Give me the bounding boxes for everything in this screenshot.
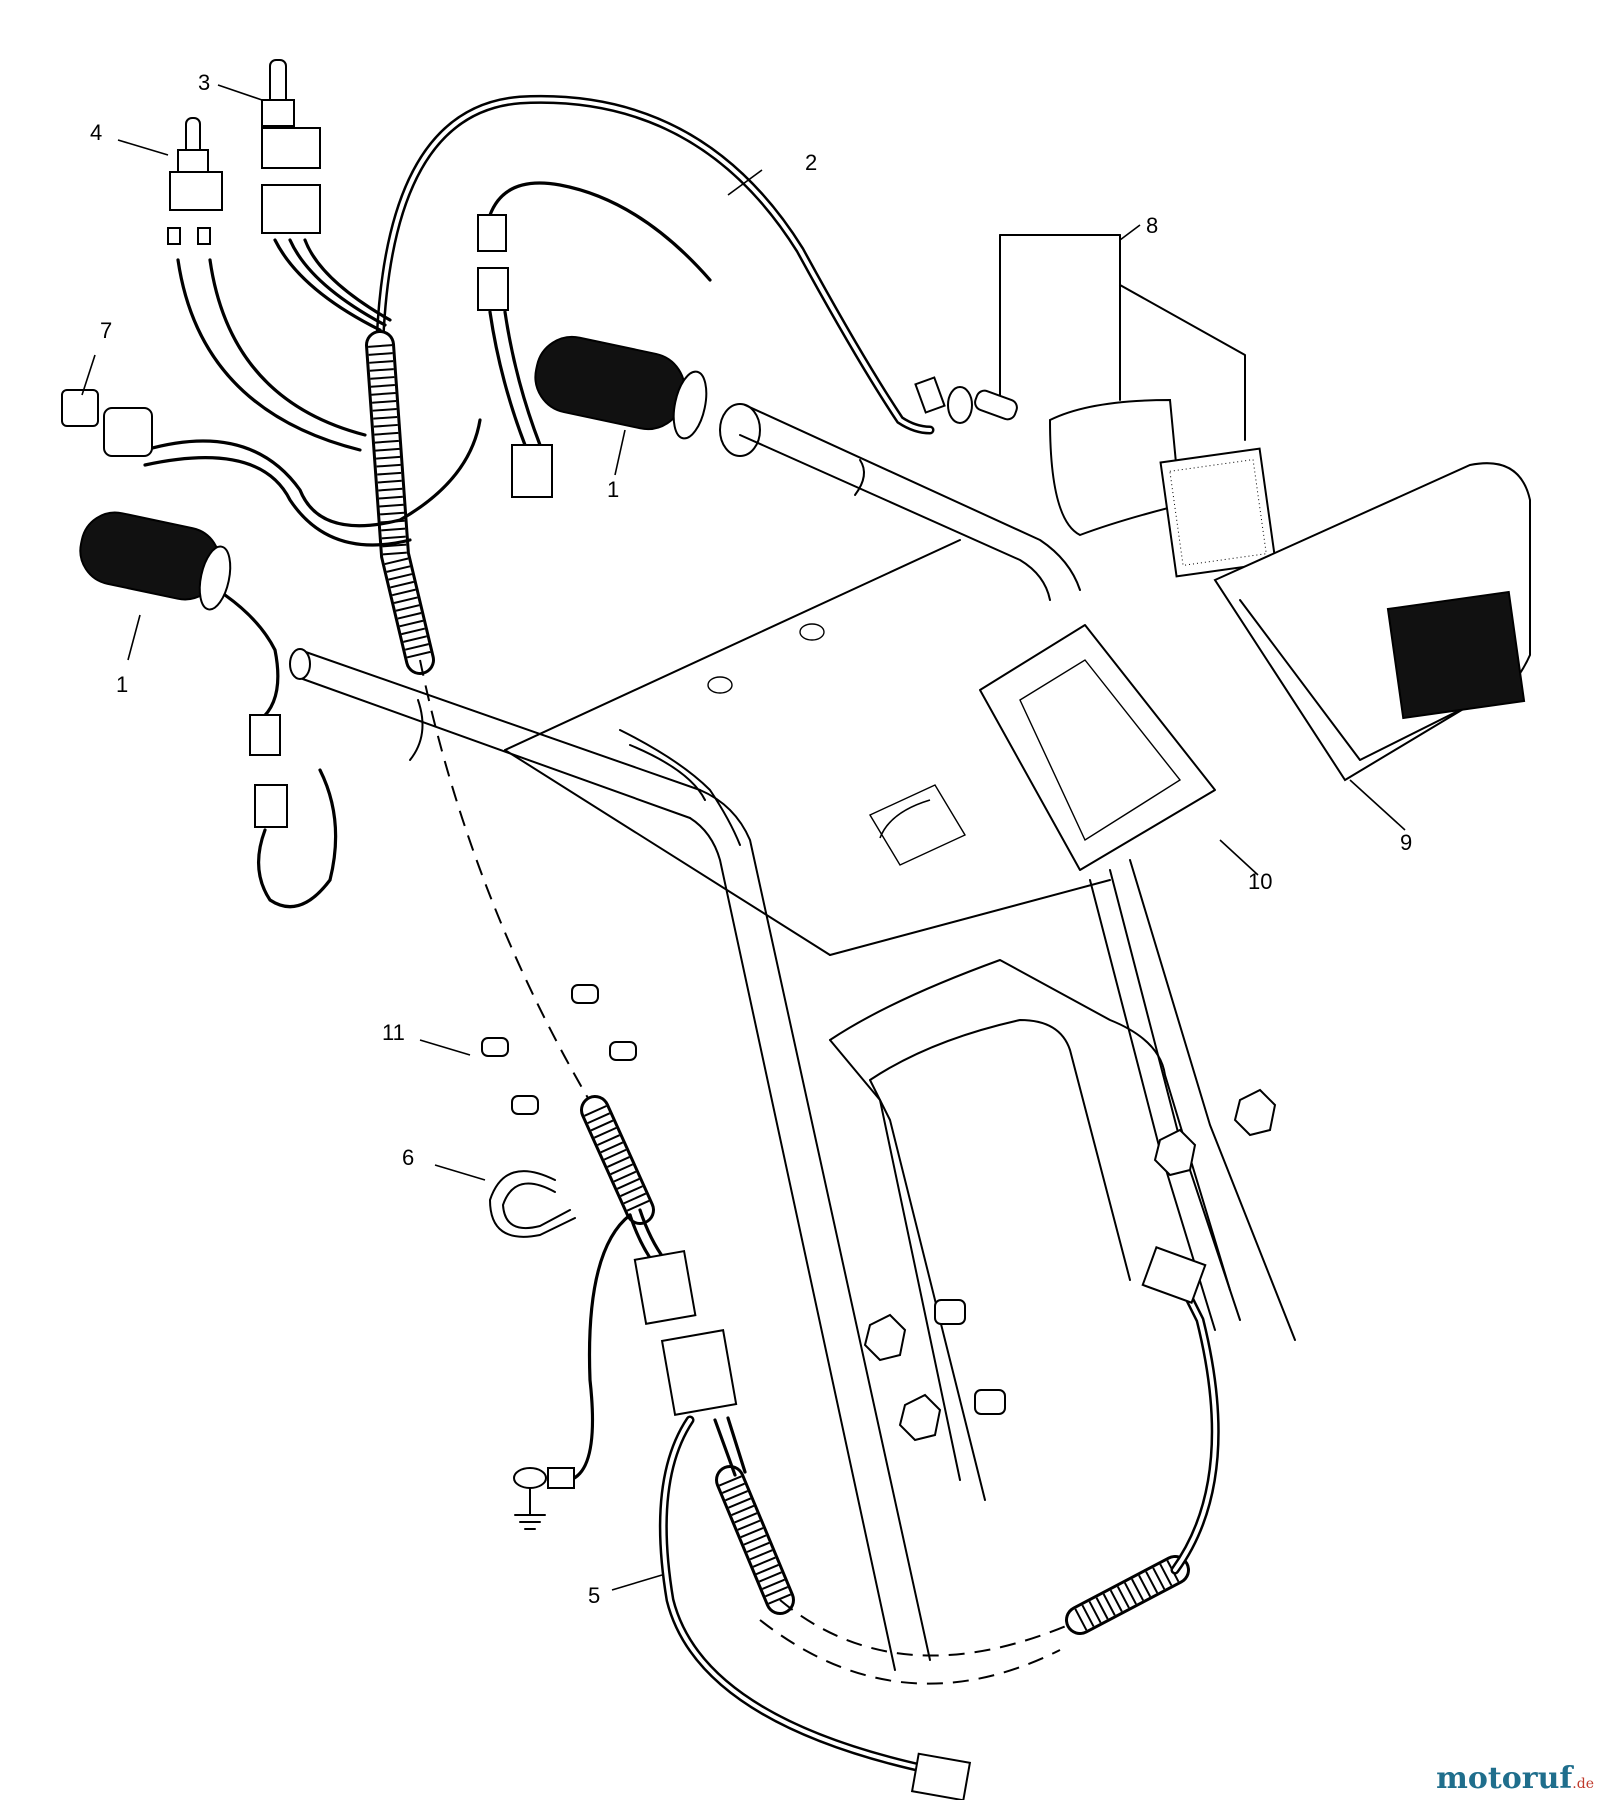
wire-harness bbox=[143, 94, 935, 1530]
toggle-switch-3 bbox=[261, 59, 321, 234]
callout-labels: 3 4 2 8 7 1 1 9 10 11 6 5 bbox=[90, 70, 1412, 1608]
callout-2: 2 bbox=[805, 150, 817, 175]
callout-6: 6 bbox=[402, 1145, 414, 1170]
callout-8: 8 bbox=[1146, 213, 1158, 238]
watermark-brand: motoruf bbox=[1436, 1761, 1573, 1796]
toggle-switch-4 bbox=[167, 117, 223, 245]
callout-9: 9 bbox=[1400, 830, 1412, 855]
callout-11: 11 bbox=[382, 1020, 405, 1045]
watermark-tld: .de bbox=[1572, 1776, 1594, 1792]
gasket-plate bbox=[868, 624, 1216, 871]
headlight-assembly bbox=[914, 234, 1277, 578]
grip-right bbox=[534, 335, 761, 457]
callout-leaders bbox=[81, 84, 1406, 1591]
callout-7: 7 bbox=[100, 318, 112, 343]
callout-1-right: 1 bbox=[607, 477, 619, 502]
watermark-logo: motoruf.de bbox=[1436, 1761, 1594, 1796]
callout-10: 10 bbox=[1248, 869, 1272, 894]
callout-5: 5 bbox=[588, 1583, 600, 1608]
light-housing bbox=[1213, 462, 1531, 782]
callout-3: 3 bbox=[198, 70, 210, 95]
screws bbox=[481, 984, 637, 1115]
callout-1-left: 1 bbox=[116, 672, 128, 697]
grip-left bbox=[79, 511, 338, 909]
ignition-key bbox=[61, 389, 153, 457]
callout-4: 4 bbox=[90, 120, 102, 145]
cable-clip bbox=[489, 1170, 576, 1238]
handle-frame bbox=[289, 404, 1296, 1671]
lower-harness bbox=[658, 1246, 1220, 1800]
